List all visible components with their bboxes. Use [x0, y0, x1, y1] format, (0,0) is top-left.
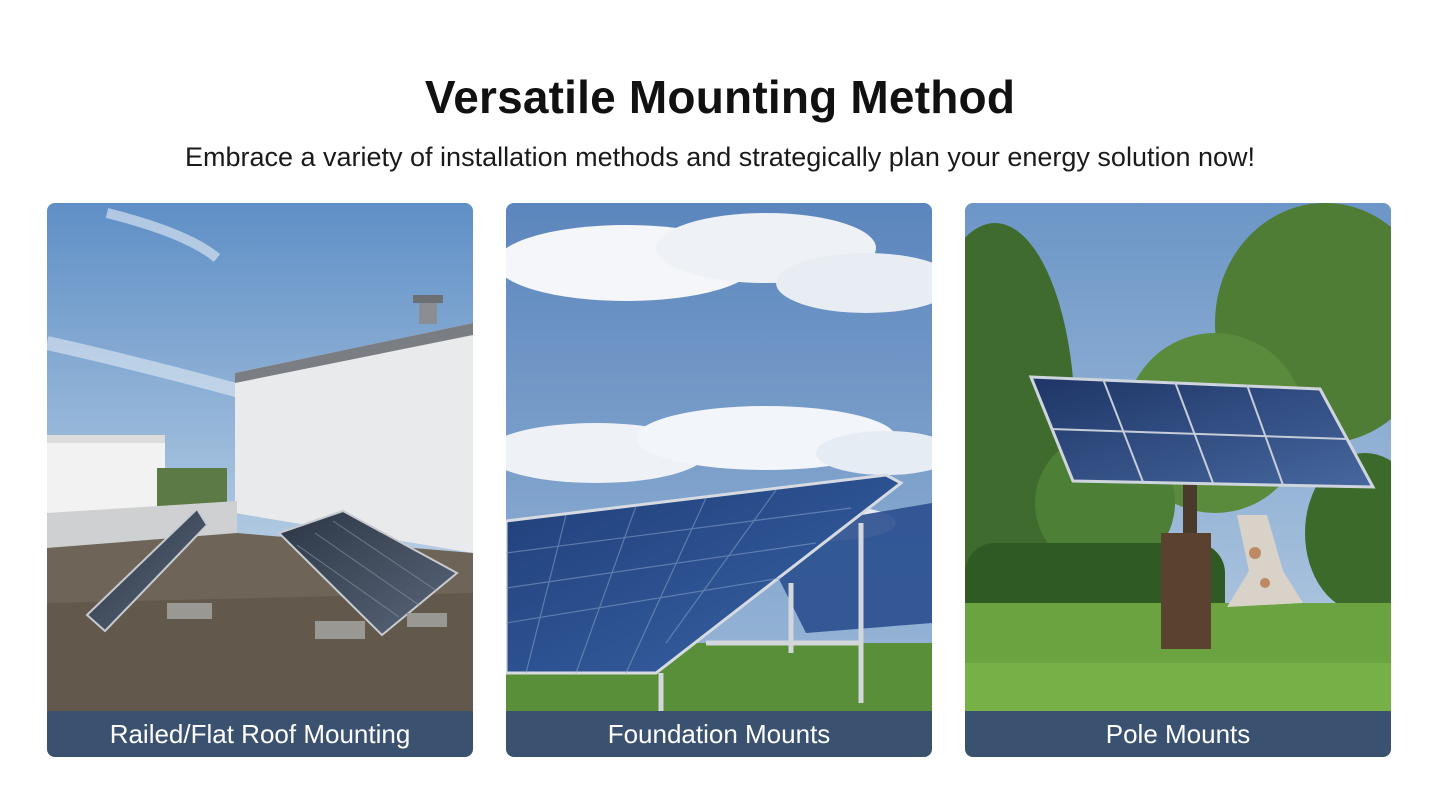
- flat-roof-solar-photo: [47, 203, 473, 711]
- card-pole[interactable]: Pole Mounts: [965, 203, 1391, 757]
- ground-mount-solar-photo: [506, 203, 932, 711]
- card-flat-roof[interactable]: Railed/Flat Roof Mounting: [47, 203, 473, 757]
- pole-mount-solar-photo: [965, 203, 1391, 711]
- card-foundation[interactable]: Foundation Mounts: [506, 203, 932, 757]
- mounting-cards: Railed/Flat Roof Mounting: [47, 203, 1391, 757]
- page-title: Versatile Mounting Method: [424, 70, 1016, 123]
- card-caption-flat-roof: Railed/Flat Roof Mounting: [47, 711, 473, 757]
- card-caption-foundation: Foundation Mounts: [506, 711, 932, 757]
- page-subtitle: Embrace a variety of installation method…: [184, 142, 1256, 172]
- card-caption-pole: Pole Mounts: [965, 711, 1391, 757]
